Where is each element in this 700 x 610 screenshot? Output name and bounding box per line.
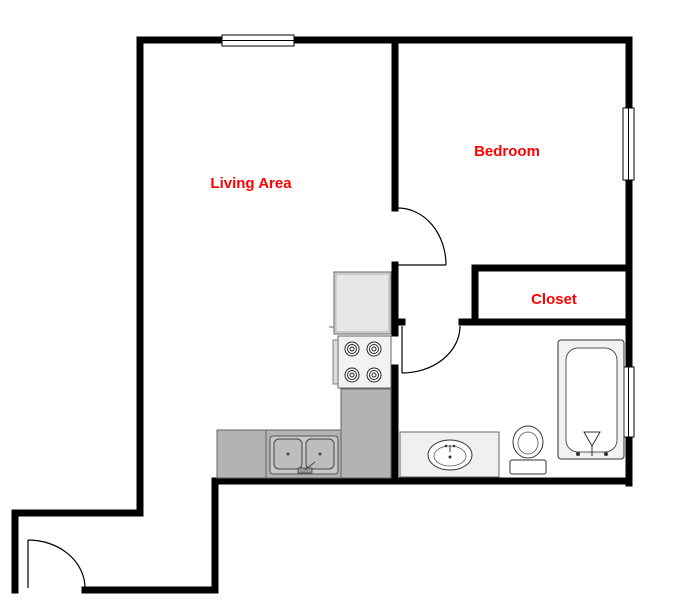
interior-walls [391,36,633,485]
kitchen [216,271,392,479]
window-icon [622,107,635,181]
counter-left [216,429,267,479]
range-burner-icon [332,335,392,389]
bathtub-icon [557,339,625,460]
room-label-closet: Closet [531,291,577,308]
windows [221,34,635,438]
sink-icon [427,439,473,471]
exterior-walls [11,36,633,594]
counter-side [340,388,392,479]
bathroom [399,339,625,478]
sink-icon [269,435,339,475]
room-label-living-area: Living Area [210,175,292,192]
window-icon [221,34,295,47]
door-swing-icon [397,207,447,266]
window-icon [622,366,635,438]
door-swing-icon [27,539,86,589]
door-swing-icon [401,325,461,374]
doors [27,207,461,589]
toilet-icon [509,425,547,475]
room-label-bedroom: Bedroom [474,143,540,160]
